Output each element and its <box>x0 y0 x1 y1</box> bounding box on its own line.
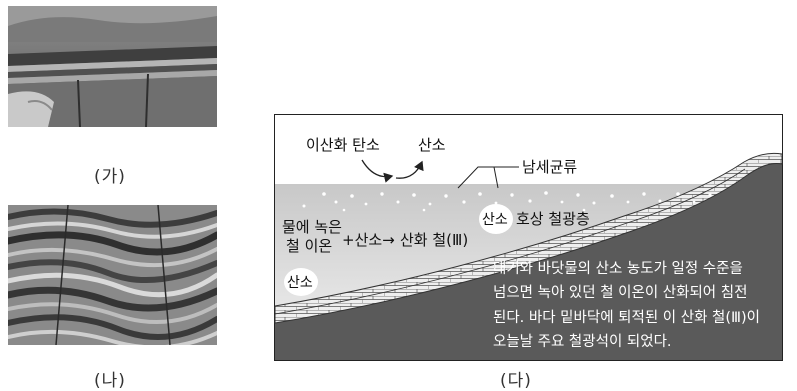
caption-na: (나) <box>94 371 126 391</box>
ocean-oxidation-diagram: 이산화 탄소 산소 남세균류 물에 녹은 철 이온 +산소→ 산화 철(Ⅲ) 산… <box>274 114 783 361</box>
description-line-4: 오늘날 주요 철광석이 되었다. <box>493 333 672 350</box>
description-line-2: 넘으면 녹아 있던 철 이온이 산화되어 침전 <box>493 284 747 301</box>
photo-banded-iron-outcrop <box>8 6 217 127</box>
oxygen-bubble-mid <box>479 204 513 234</box>
caption-ga: (가) <box>94 167 126 187</box>
oxygen-bubble-left <box>284 268 318 296</box>
description-text: 대기와 바닷물의 산소 농도가 일정 수준을 넘으면 녹아 있던 철 이온이 산… <box>493 260 760 350</box>
bacteria-label: 남세균류 <box>522 158 577 176</box>
bacteria-leader <box>457 166 519 189</box>
banded-iron-layers <box>274 152 783 324</box>
iron-ion-line2: 철 이온 <box>286 237 332 255</box>
o2-release-arrow <box>395 160 424 179</box>
iron-ion-line1: 물에 녹은 <box>282 218 342 236</box>
description-line-3: 된다. 바다 밑바닥에 퇴적된 이 산화 철(Ⅲ)이 <box>493 309 760 326</box>
cyanobacteria-specks <box>302 191 712 213</box>
oxygen-bubble-mid-label: 산소 <box>482 212 508 228</box>
iron-oxide-label: 산화 철(Ⅲ) <box>400 231 468 249</box>
banded-iron-label: 호상 철광층 <box>516 210 590 228</box>
description-line-1: 대기와 바닷물의 산소 농도가 일정 수준을 <box>493 260 743 277</box>
photo-banded-iron-closeup <box>8 205 217 345</box>
plus-oxygen-arrow-text: +산소→ <box>342 231 395 249</box>
caption-da: (다) <box>500 371 532 391</box>
co2-label: 이산화 탄소 <box>306 136 380 154</box>
o2-top-label: 산소 <box>418 136 446 154</box>
oxygen-bubble-left-label: 산소 <box>287 275 313 291</box>
co2-to-o2-arrow <box>361 159 394 183</box>
